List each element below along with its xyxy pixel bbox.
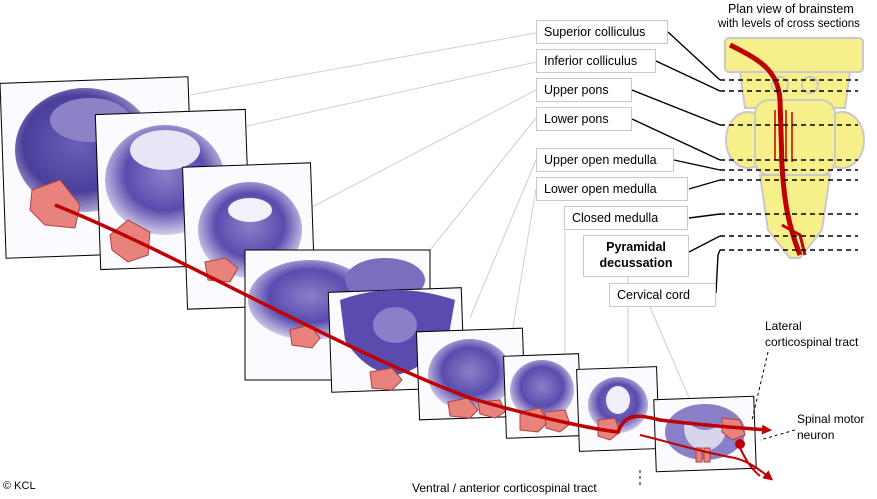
label-inferior-colliculus: Inferior colliculus	[536, 49, 656, 73]
label-upper-pons: Upper pons	[536, 78, 632, 102]
motor-neuron-dot	[735, 439, 745, 449]
label-lower-open-medulla: Lower open medulla	[536, 177, 688, 201]
section-pyramidal-decussation	[576, 366, 660, 452]
label-upper-open-medulla: Upper open medulla	[536, 148, 674, 172]
label-spinal-motor-neuron-1: Spinal motor	[797, 412, 865, 426]
brainstem-plan-view	[720, 37, 865, 259]
plan-view-title: Plan view of brainstem	[728, 2, 854, 16]
section-closed-medulla	[503, 353, 582, 439]
ventral-tract-path	[639, 434, 774, 481]
annotation-pointers	[639, 351, 796, 488]
section-lower-open-medulla	[415, 327, 527, 421]
label-cervical-cord: Cervical cord	[609, 283, 716, 307]
label-lower-pons: Lower pons	[536, 107, 632, 131]
label-closed-medulla: Closed medulla	[564, 206, 688, 230]
corticospinal-tract-path	[54, 203, 772, 435]
leader-lines	[189, 32, 691, 401]
label-superior-colliculus: Superior colliculus	[536, 20, 668, 44]
plan-view-subtitle: with levels of cross sections	[718, 18, 860, 30]
level-connectors	[631, 31, 721, 294]
copyright: © KCL	[3, 480, 36, 492]
label-ventral-corticospinal: Ventral / anterior corticospinal tract	[412, 481, 597, 495]
label-lateral-corticospinal-1: Lateral	[765, 319, 802, 333]
cross-sections	[0, 76, 757, 473]
label-lateral-corticospinal-2: corticospinal tract	[765, 335, 859, 349]
label-pyramidal-decussation: Pyramidal decussation	[583, 235, 689, 277]
label-spinal-motor-neuron-2: neuron	[797, 428, 835, 442]
